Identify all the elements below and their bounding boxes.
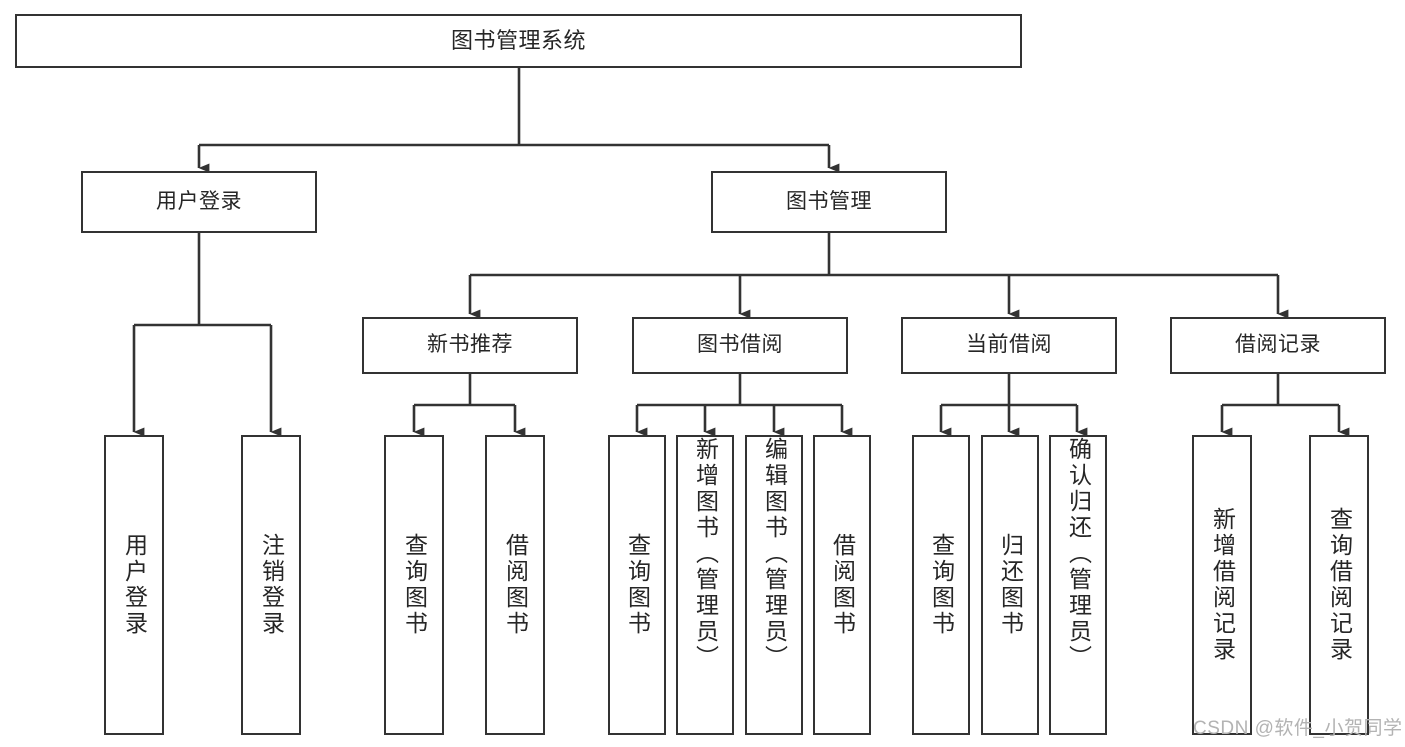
- node-label: 新增图书（管理员）: [692, 437, 719, 671]
- leaf-current-query-book[interactable]: 查询图书: [912, 435, 970, 735]
- node-label: 借阅记录: [1235, 333, 1321, 357]
- leaf-record-add-record[interactable]: 新增借阅记录: [1192, 435, 1252, 735]
- leaf-recommend-borrow-book[interactable]: 借阅图书: [485, 435, 545, 735]
- node-label: 图书借阅: [697, 333, 783, 357]
- node-label: 图书管理系统: [450, 28, 586, 54]
- node-label: 图书管理: [786, 189, 872, 213]
- node-current-borrowing[interactable]: 当前借阅: [901, 317, 1117, 374]
- node-label: 借阅图书: [829, 533, 856, 637]
- leaf-current-return-book[interactable]: 归还图书: [981, 435, 1039, 735]
- node-label: 借阅图书: [502, 533, 529, 637]
- leaf-recommend-query-book[interactable]: 查询图书: [384, 435, 444, 735]
- node-label: 用户登录: [156, 189, 242, 213]
- leaf-user-login-logout[interactable]: 注销登录: [241, 435, 301, 735]
- leaf-current-confirm-return-admin[interactable]: 确认归还（管理员）: [1049, 435, 1107, 735]
- node-label: 当前借阅: [966, 333, 1052, 357]
- leaf-borrow-edit-book-admin[interactable]: 编辑图书（管理员）: [745, 435, 803, 735]
- node-label: 新增借阅记录: [1209, 507, 1236, 663]
- node-label: 查询借阅记录: [1326, 507, 1353, 663]
- leaf-user-login-login[interactable]: 用户登录: [104, 435, 164, 735]
- node-borrowing-records[interactable]: 借阅记录: [1170, 317, 1386, 374]
- leaf-record-query-record[interactable]: 查询借阅记录: [1309, 435, 1369, 735]
- node-label: 新书推荐: [427, 333, 513, 357]
- node-book-borrowing[interactable]: 图书借阅: [632, 317, 848, 374]
- leaf-borrow-query-book[interactable]: 查询图书: [608, 435, 666, 735]
- node-book-management[interactable]: 图书管理: [711, 171, 947, 233]
- csdn-watermark: CSDN @软件_小贺同学: [1193, 718, 1403, 739]
- node-label: 编辑图书（管理员）: [761, 437, 788, 671]
- node-label: 查询图书: [401, 533, 428, 637]
- leaf-borrow-borrow-book[interactable]: 借阅图书: [813, 435, 871, 735]
- node-user-login[interactable]: 用户登录: [81, 171, 317, 233]
- node-root-library-system[interactable]: 图书管理系统: [15, 14, 1022, 68]
- node-new-book-recommendation[interactable]: 新书推荐: [362, 317, 578, 374]
- node-label: 查询图书: [928, 533, 955, 637]
- node-label: 查询图书: [624, 533, 651, 637]
- node-label: 确认归还（管理员）: [1065, 437, 1092, 671]
- node-label: 注销登录: [258, 533, 285, 637]
- node-label: 用户登录: [121, 533, 148, 637]
- leaf-borrow-add-book-admin[interactable]: 新增图书（管理员）: [676, 435, 734, 735]
- node-label: 归还图书: [997, 533, 1024, 637]
